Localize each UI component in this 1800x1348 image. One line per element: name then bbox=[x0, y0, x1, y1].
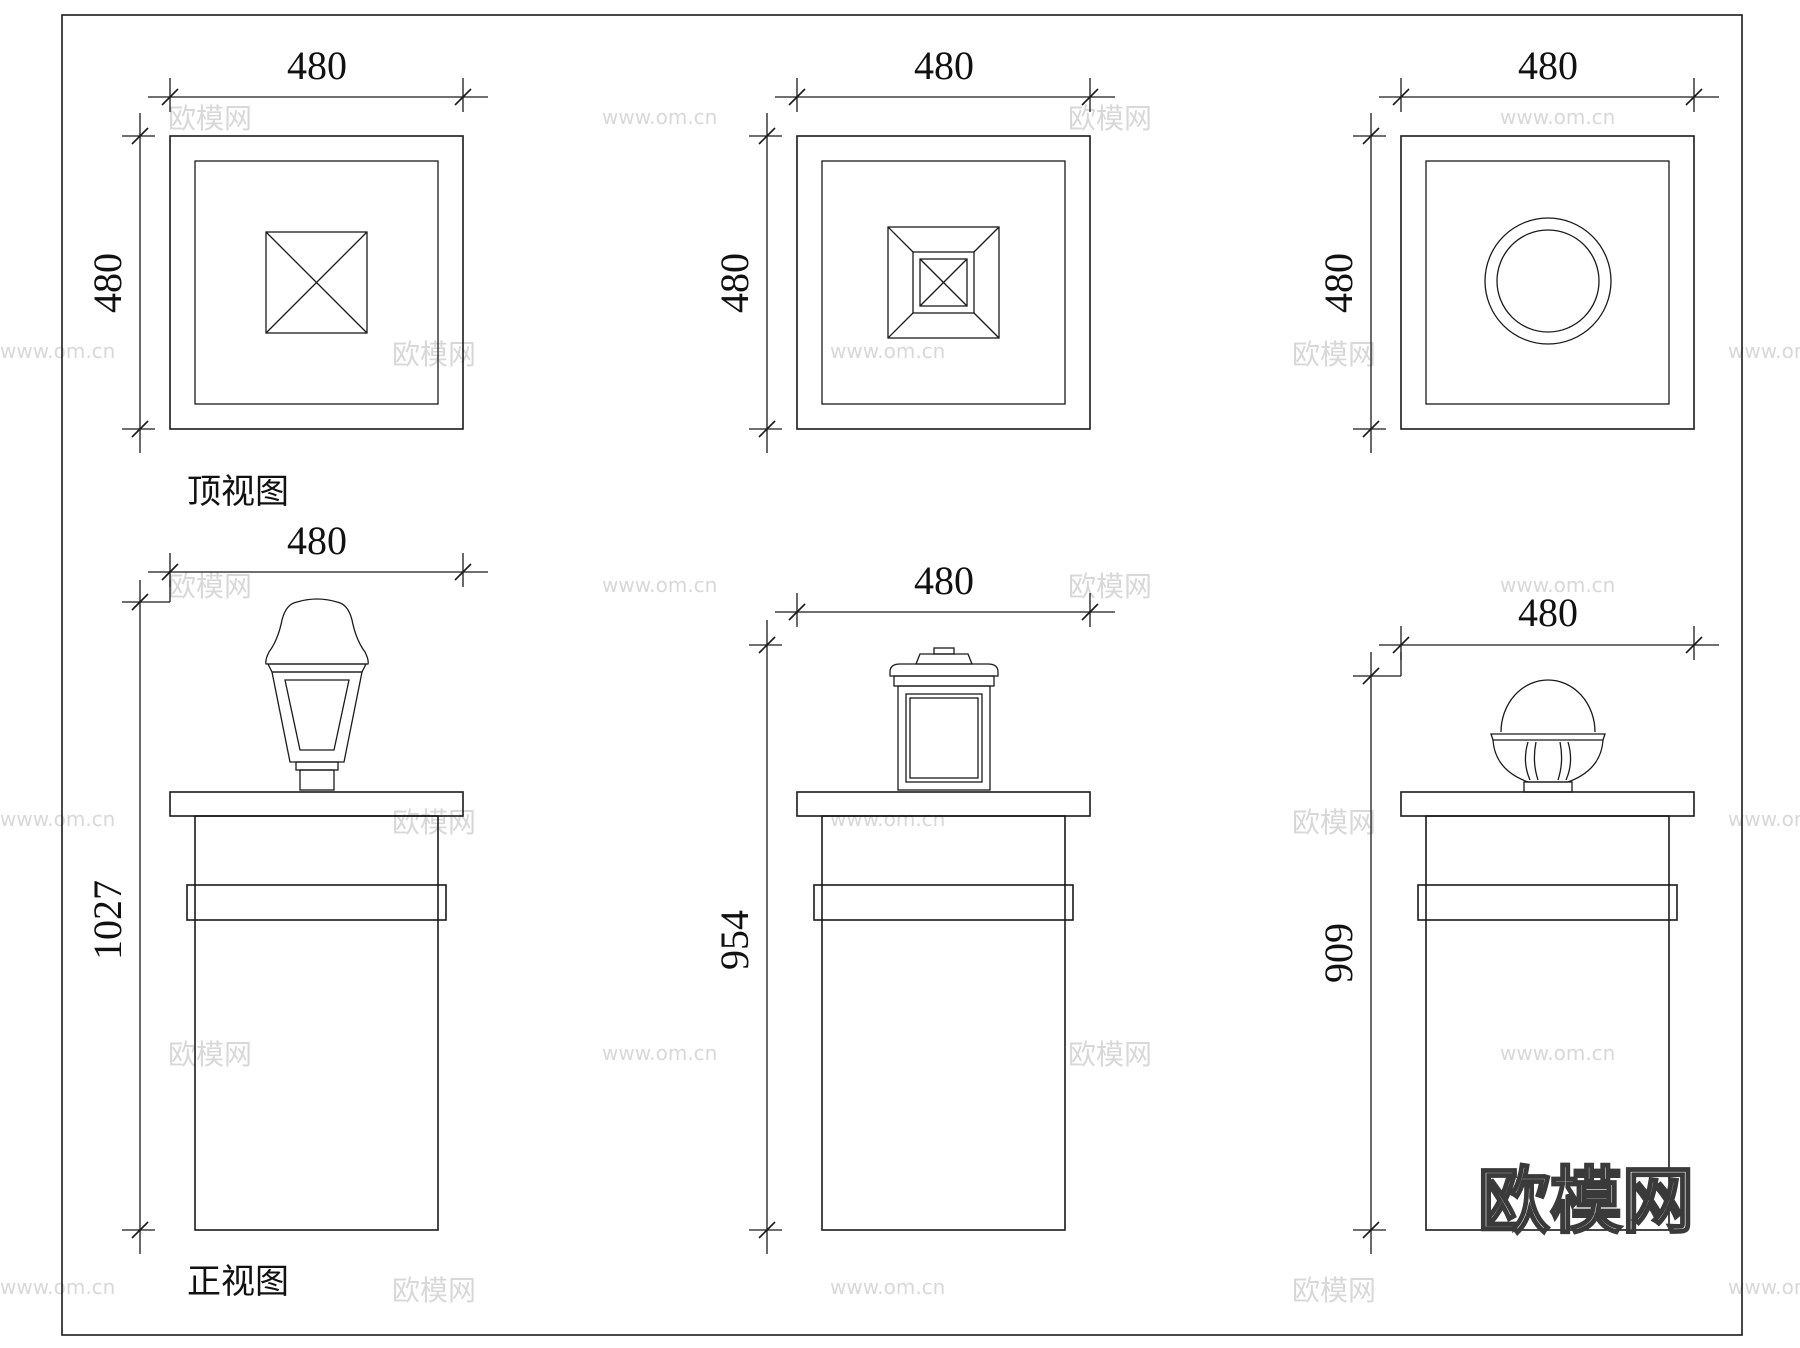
watermark-brand: 欧模网 bbox=[168, 1038, 252, 1071]
watermark-url: www.om.cn bbox=[1500, 573, 1615, 597]
watermark-url: www.om.cn bbox=[0, 1275, 115, 1299]
watermark-url: www.om.cn bbox=[602, 105, 717, 129]
watermark-url: www.om.cn bbox=[1728, 807, 1800, 831]
front-view-label: 正视图 bbox=[187, 1262, 289, 1302]
watermark-layer: 欧模网 www.om.cn 欧模网 www.om.cn www.om.cn 欧模… bbox=[0, 102, 1800, 1307]
top-view-label: 顶视图 bbox=[187, 472, 289, 512]
watermark-url: www.om.cn bbox=[1500, 105, 1615, 129]
watermark-url: www.om.cn bbox=[830, 1275, 945, 1299]
dim-width: 480 bbox=[914, 43, 974, 88]
watermark-url: www.om.cn bbox=[1728, 339, 1800, 363]
dim-width: 480 bbox=[287, 43, 347, 88]
front-view-1: 480 1027 正视图 bbox=[85, 518, 488, 1302]
watermark-brand: 欧模网 bbox=[392, 806, 476, 839]
watermark-url: www.om.cn bbox=[0, 807, 115, 831]
top-view-3: 480 480 bbox=[1316, 43, 1719, 453]
watermark-brand: 欧模网 bbox=[1292, 338, 1376, 371]
drawing-frame bbox=[61, 14, 1743, 1336]
watermark-url: www.om.cn bbox=[830, 339, 945, 363]
top-view-2: 480 480 bbox=[712, 43, 1115, 453]
dim-height: 480 bbox=[85, 253, 130, 313]
dim-height: 1027 bbox=[85, 880, 130, 960]
watermark-url: www.om.cn bbox=[602, 573, 717, 597]
watermark-brand: 欧模网 bbox=[1068, 570, 1152, 603]
dim-height: 480 bbox=[1316, 253, 1361, 313]
watermark-brand: 欧模网 bbox=[1292, 806, 1376, 839]
watermark-brand: 欧模网 bbox=[1068, 102, 1152, 135]
watermark-brand: 欧模网 bbox=[168, 570, 252, 603]
watermark-brand: 欧模网 bbox=[392, 338, 476, 371]
watermark-url: www.om.cn bbox=[1728, 1275, 1800, 1299]
watermark-url: www.om.cn bbox=[830, 807, 945, 831]
watermark-brand: 欧模网 bbox=[168, 102, 252, 135]
dim-height: 480 bbox=[712, 253, 757, 313]
dim-height: 954 bbox=[712, 910, 757, 970]
watermark-brand: 欧模网 bbox=[1292, 1274, 1376, 1307]
watermark-url: www.om.cn bbox=[602, 1041, 717, 1065]
top-view-1: 480 480 顶视图 bbox=[85, 43, 488, 512]
dim-height: 909 bbox=[1316, 923, 1361, 983]
watermark-url: www.om.cn bbox=[0, 339, 115, 363]
dim-width: 480 bbox=[287, 518, 347, 563]
front-view-2: 480 954 bbox=[712, 558, 1115, 1254]
front-view-3: 480 909 bbox=[1316, 590, 1719, 1254]
dim-width: 480 bbox=[1518, 43, 1578, 88]
watermark-logo: 欧模网 bbox=[1478, 1159, 1694, 1243]
watermark-brand: 欧模网 bbox=[1068, 1038, 1152, 1071]
dim-width: 480 bbox=[1518, 590, 1578, 635]
dim-width: 480 bbox=[914, 558, 974, 603]
watermark-brand: 欧模网 bbox=[392, 1274, 476, 1307]
watermark-url: www.om.cn bbox=[1500, 1041, 1615, 1065]
